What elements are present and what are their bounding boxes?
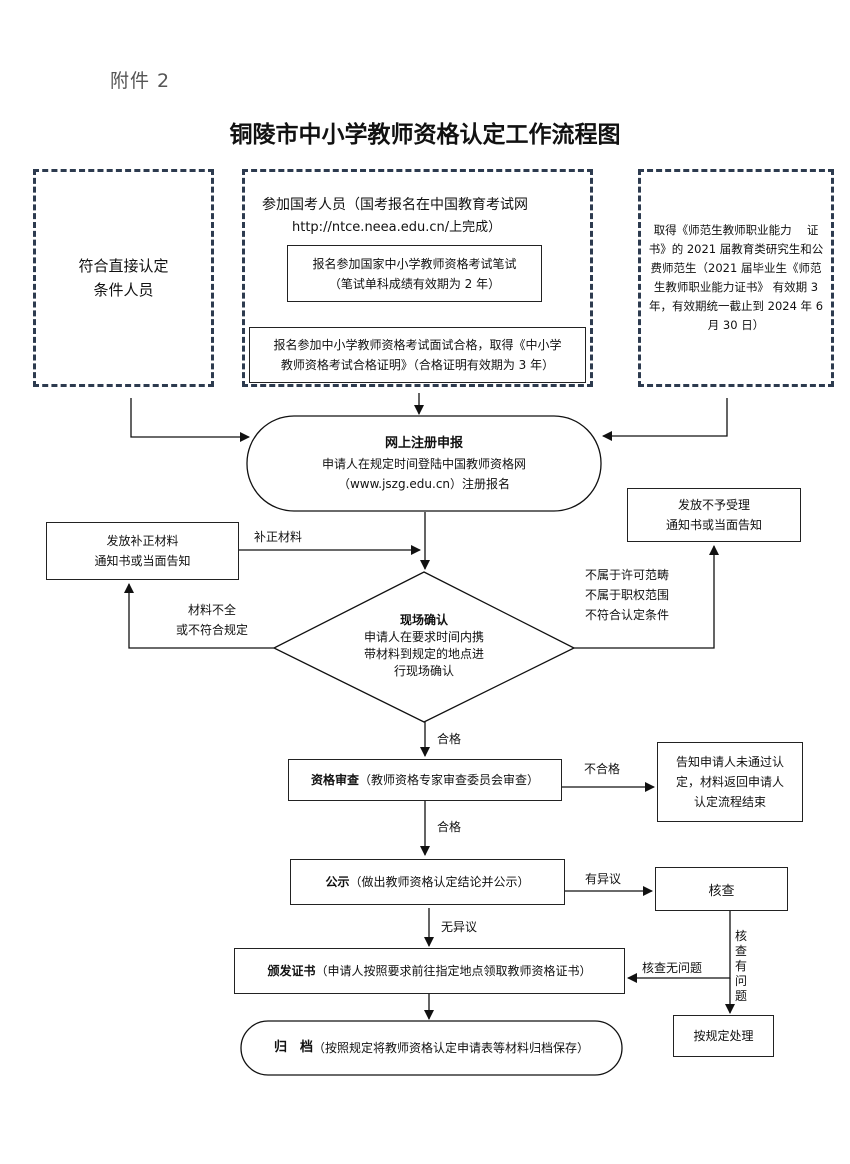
supplement-box: 发放补正材料 通知书或当面告知 bbox=[46, 522, 239, 580]
publicize-title: 公示 bbox=[325, 875, 350, 889]
written-exam-line-1: 报名参加国家中小学教师资格考试笔试 bbox=[312, 256, 517, 271]
check-issue-char-5: 题 bbox=[735, 989, 748, 1003]
supplement-reason-1: 材料不全 bbox=[187, 603, 236, 617]
confirm-title: 现场确认 bbox=[399, 613, 448, 627]
check-issue-char-1: 核 bbox=[735, 929, 748, 943]
written-exam-line-2: （笔试单科成绩有效期为 2 年） bbox=[328, 276, 501, 291]
reject-line-2: 通知书或当面告知 bbox=[665, 518, 762, 532]
issue-title: 颁发证书 bbox=[267, 964, 316, 978]
students-line-3: 费师范生（2021 届毕业生《师范 bbox=[650, 261, 822, 275]
written-exam-box: 报名参加国家中小学教师资格考试笔试 （笔试单科成绩有效期为 2 年） bbox=[287, 245, 542, 302]
publicize-detail: （做出教师资格认定结论并公示） bbox=[349, 875, 530, 889]
page-title: 铜陵市中小学教师资格认定工作流程图 bbox=[229, 121, 621, 148]
review-fail-line-1: 告知申请人未通过认 bbox=[675, 755, 784, 769]
review-fail-line-3: 认定流程结束 bbox=[693, 795, 766, 809]
register-pill-shape bbox=[246, 415, 602, 512]
archive-step: 归 档（按照规定将教师资格认定申请表等材料归档保存） bbox=[241, 1021, 622, 1075]
arrow-students-to-register bbox=[602, 398, 728, 441]
confirm-diamond-shape bbox=[272, 571, 576, 723]
confirm-pass-label: 合格 bbox=[437, 732, 462, 746]
check-issue-label: 核 查 有 问 题 bbox=[735, 929, 749, 1004]
national-exam-line-2: http://ntce.neea.edu.cn/上完成） bbox=[292, 220, 502, 235]
reject-reason-2: 不属于职权范围 bbox=[585, 588, 670, 602]
national-exam-line-1: 参加国考人员（国考报名在中国教育考试网 bbox=[262, 197, 528, 213]
handle-box: 按规定处理 bbox=[673, 1015, 774, 1057]
archive-detail: （按照规定将教师资格认定申请表等材料归档保存） bbox=[313, 1041, 590, 1055]
review-title: 资格审查 bbox=[310, 773, 359, 787]
supplement-reason-2: 或不符合规定 bbox=[175, 623, 248, 637]
check-issue-char-2: 查 bbox=[735, 944, 748, 958]
students-line-5: 年，有效期统一截止到 2024 年 6 bbox=[648, 299, 824, 313]
reject-line-1: 发放不予受理 bbox=[677, 498, 750, 512]
direct-line-2: 条件人员 bbox=[93, 281, 154, 299]
confirm-step: 现场确认 申请人在要求时间内携 带材料到规定的地点进 行现场确认 bbox=[334, 612, 514, 680]
review-pass-label: 合格 bbox=[437, 820, 462, 834]
review-fail-line-2: 定，材料返回申请人 bbox=[675, 775, 784, 789]
arrow-direct-to-register bbox=[130, 398, 250, 442]
students-line-1: 取得《师范生教师职业能力 证 bbox=[653, 223, 819, 237]
register-title: 网上注册申报 bbox=[384, 435, 463, 451]
arrow-confirm-to-supplement bbox=[124, 583, 274, 649]
interview-line-1: 报名参加中小学教师资格考试面试合格，取得《中小学 bbox=[273, 338, 562, 352]
review-detail: （教师资格专家审查委员会审查） bbox=[359, 773, 540, 787]
supplement-arrow-label: 补正材料 bbox=[254, 530, 303, 544]
supplement-reason: 材料不全 或不符合规定 bbox=[162, 600, 262, 640]
arrow-confirm-to-reject bbox=[574, 545, 719, 649]
confirm-line-2: 带材料到规定的地点进 bbox=[363, 647, 484, 661]
reject-reason-1: 不属于许可范畴 bbox=[585, 568, 670, 582]
publicize-box: 公示（做出教师资格认定结论并公示） bbox=[290, 859, 565, 905]
confirm-line-3: 行现场确认 bbox=[393, 664, 454, 678]
no-objection-label: 无异议 bbox=[441, 920, 478, 934]
supplement-line-2: 通知书或当面告知 bbox=[94, 554, 191, 568]
students-line-2: 书》的 2021 届教育类研究生和公 bbox=[648, 242, 824, 256]
check-issue-char-3: 有 bbox=[735, 959, 748, 973]
interview-box: 报名参加中小学教师资格考试面试合格，取得《中小学 教师资格考试合格证明》（合格证… bbox=[249, 327, 586, 383]
register-line-2: （www.jszg.edu.cn）注册报名 bbox=[337, 476, 511, 491]
register-line-1: 申请人在规定时间登陆中国教师资格网 bbox=[321, 456, 526, 471]
normal-students-box: 取得《师范生教师职业能力 证 书》的 2021 届教育类研究生和公 费师范生（2… bbox=[638, 169, 834, 387]
reject-box: 发放不予受理 通知书或当面告知 bbox=[627, 488, 801, 542]
supplement-line-1: 发放补正材料 bbox=[106, 534, 179, 548]
interview-line-2: 教师资格考试合格证明》（合格证明有效期为 3 年） bbox=[280, 358, 555, 372]
check-issue-char-4: 问 bbox=[735, 974, 748, 988]
archive-title: 归 档 bbox=[273, 1040, 313, 1055]
objection-label: 有异议 bbox=[585, 872, 622, 886]
direct-line-1: 符合直接认定 bbox=[78, 257, 169, 275]
register-step: 网上注册申报 申请人在规定时间登陆中国教师资格网 （www.jszg.edu.c… bbox=[247, 416, 601, 511]
confirm-line-1: 申请人在要求时间内携 bbox=[363, 630, 484, 644]
review-fail-label: 不合格 bbox=[584, 762, 621, 776]
issue-detail: （申请人按照要求前往指定地点领取教师资格证书） bbox=[315, 964, 592, 978]
reject-reasons: 不属于许可范畴 不属于职权范围 不符合认定条件 bbox=[585, 565, 705, 625]
direct-certify-box: 符合直接认定 条件人员 bbox=[33, 169, 214, 387]
review-box: 资格审查（教师资格专家审查委员会审查） bbox=[288, 759, 562, 801]
check-ok-label: 核查无问题 bbox=[642, 961, 703, 975]
students-line-4: 生教师职业能力证书》 有效期 3 bbox=[653, 280, 819, 294]
review-fail-box: 告知申请人未通过认 定，材料返回申请人 认定流程结束 bbox=[657, 742, 803, 822]
attachment-label: 附件 2 bbox=[110, 70, 171, 92]
reject-reason-3: 不符合认定条件 bbox=[585, 608, 670, 622]
archive-pill-shape bbox=[240, 1020, 623, 1076]
check-box: 核查 bbox=[655, 867, 788, 911]
students-line-6: 月 30 日） bbox=[707, 318, 765, 332]
issue-box: 颁发证书（申请人按照要求前往指定地点领取教师资格证书） bbox=[234, 948, 625, 994]
